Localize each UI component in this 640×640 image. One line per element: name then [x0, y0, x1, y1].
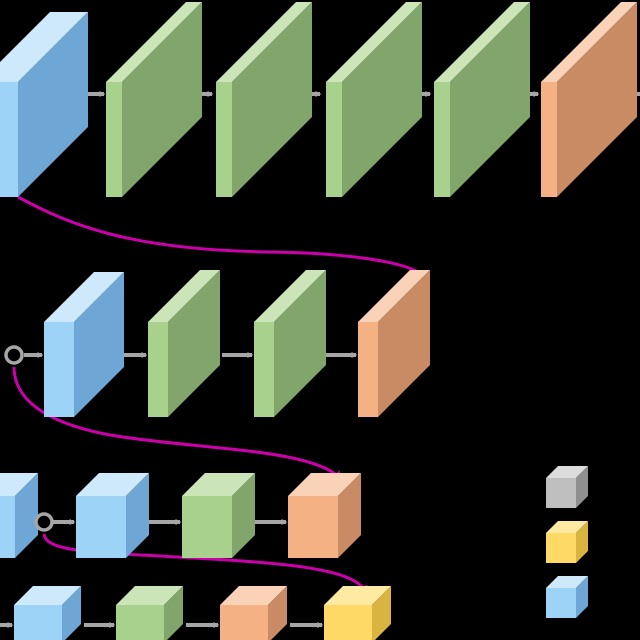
row-2-green-block-2-front-face: [148, 322, 168, 417]
legend-blue-cube-front-face: [546, 588, 576, 618]
skip-connections: [12, 195, 419, 596]
row-2-blue-block-1: [44, 272, 124, 417]
row-1-green-block-4-side-face: [342, 2, 422, 197]
row-4-green-block-2-top-face: [116, 586, 183, 605]
legend-gray-cube: [546, 466, 588, 508]
row-4-blue-block-1-front-face: [14, 605, 62, 640]
row-1-green-block-2-front-face: [106, 82, 122, 197]
row-4-yellow-block-4-front-face: [324, 605, 372, 640]
legend: [546, 466, 588, 618]
row-3-blue-block-2: [76, 473, 149, 558]
row-2-orange-block-4: [358, 270, 430, 417]
skip-connection-2: [12, 366, 343, 481]
row-3-blue-block-1-top-face: [0, 473, 38, 496]
row-3-orange-block-4-top-face: [288, 473, 361, 496]
row-1-green-block-2-top-face: [106, 2, 202, 82]
row-2-green-block-3: [254, 270, 326, 417]
row-4-orange-block-3-top-face: [220, 586, 287, 605]
row-1-green-block-5-side-face: [450, 2, 530, 197]
row-4-yellow-block-4-top-face: [324, 586, 391, 605]
row-2-orange-block-4-side-face: [378, 270, 430, 417]
row-4-blue-block-1-side-face: [62, 586, 81, 640]
row-4-blue-block-1: [14, 586, 81, 640]
row-3-orange-block-4-front-face: [288, 496, 338, 558]
row-2-green-block-2: [148, 270, 220, 417]
legend-gray-cube-front-face: [546, 478, 576, 508]
row-1-blue-block-1-side-face: [18, 12, 88, 197]
merge-circle-icon-2: [34, 512, 54, 532]
row-1-green-block-5-top-face: [434, 2, 530, 82]
row-2-orange-block-4-top-face: [358, 270, 430, 322]
row-1-green-block-2-side-face: [122, 2, 202, 197]
row-1-green-block-3-side-face: [232, 2, 312, 197]
skip-connection-3: [42, 533, 368, 596]
row-4-green-block-2: [116, 586, 183, 640]
row-2-blue-block-1-front-face: [44, 322, 74, 417]
row-3-blue-block-2-top-face: [76, 473, 149, 496]
row-2-green-block-3-top-face: [254, 270, 326, 322]
legend-blue-cube: [546, 576, 588, 618]
row-3-blue-block-2-side-face: [126, 473, 149, 558]
row-4-green-block-2-front-face: [116, 605, 164, 640]
row-1-blue-block-1-top-face: [0, 12, 88, 82]
row-4: [14, 586, 391, 640]
row-1-green-block-3-front-face: [216, 82, 232, 197]
row-3-green-block-3-side-face: [232, 473, 255, 558]
legend-yellow-cube-side-face: [576, 521, 588, 563]
row-2: [44, 270, 430, 417]
legend-yellow-cube-top-face: [546, 521, 588, 533]
row-1-green-block-4-front-face: [326, 82, 342, 197]
row-3: [0, 473, 361, 558]
row-1: [0, 2, 637, 197]
row-4-orange-block-3-side-face: [268, 586, 287, 640]
row-1-orange-block-6-top-face: [541, 2, 637, 82]
row-1-green-block-4-top-face: [326, 2, 422, 82]
row-4-blue-block-1-top-face: [14, 586, 81, 605]
row-1-orange-block-6-side-face: [557, 2, 637, 197]
row-2-orange-block-4-front-face: [358, 322, 378, 417]
row-3-green-block-3-top-face: [182, 473, 255, 496]
row-3-green-block-3-front-face: [182, 496, 232, 558]
legend-gray-cube-top-face: [546, 466, 588, 478]
row-2-blue-block-1-side-face: [74, 272, 124, 417]
merge-circle-icon-1: [4, 345, 24, 365]
row-1-green-block-3: [216, 2, 312, 197]
row-1-green-block-5-front-face: [434, 82, 450, 197]
legend-blue-cube-side-face: [576, 576, 588, 618]
row-1-orange-block-6-front-face: [541, 82, 557, 197]
legend-gray-cube-side-face: [576, 466, 588, 508]
legend-blue-cube-top-face: [546, 576, 588, 588]
row-1-green-block-3-top-face: [216, 2, 312, 82]
row-1-orange-block-6: [541, 2, 637, 197]
legend-yellow-cube: [546, 521, 588, 563]
row-3-green-block-3: [182, 473, 255, 558]
row-1-blue-block-1-front-face: [0, 82, 18, 197]
row-4-yellow-block-4: [324, 586, 391, 640]
skip-connection-1: [17, 195, 419, 274]
row-4-orange-block-3-front-face: [220, 605, 268, 640]
merge-nodes: [4, 345, 54, 532]
row-4-yellow-block-4-side-face: [372, 586, 391, 640]
row-3-blue-block-2-front-face: [76, 496, 126, 558]
row-3-blue-block-1-front-face: [0, 496, 15, 558]
row-3-orange-block-4-side-face: [338, 473, 361, 558]
row-1-green-block-2: [106, 2, 202, 197]
row-3-blue-block-1: [0, 473, 38, 558]
row-4-green-block-2-side-face: [164, 586, 183, 640]
row-2-green-block-2-side-face: [168, 270, 220, 417]
row-1-blue-block-1: [0, 12, 88, 197]
row-1-green-block-4: [326, 2, 422, 197]
row-1-green-block-5: [434, 2, 530, 197]
legend-yellow-cube-front-face: [546, 533, 576, 563]
row-2-green-block-3-front-face: [254, 322, 274, 417]
row-2-green-block-2-top-face: [148, 270, 220, 322]
row-2-green-block-3-side-face: [274, 270, 326, 417]
row-2-blue-block-1-top-face: [44, 272, 124, 322]
row-3-blue-block-1-side-face: [15, 473, 38, 558]
row-3-orange-block-4: [288, 473, 361, 558]
row-4-orange-block-3: [220, 586, 287, 640]
